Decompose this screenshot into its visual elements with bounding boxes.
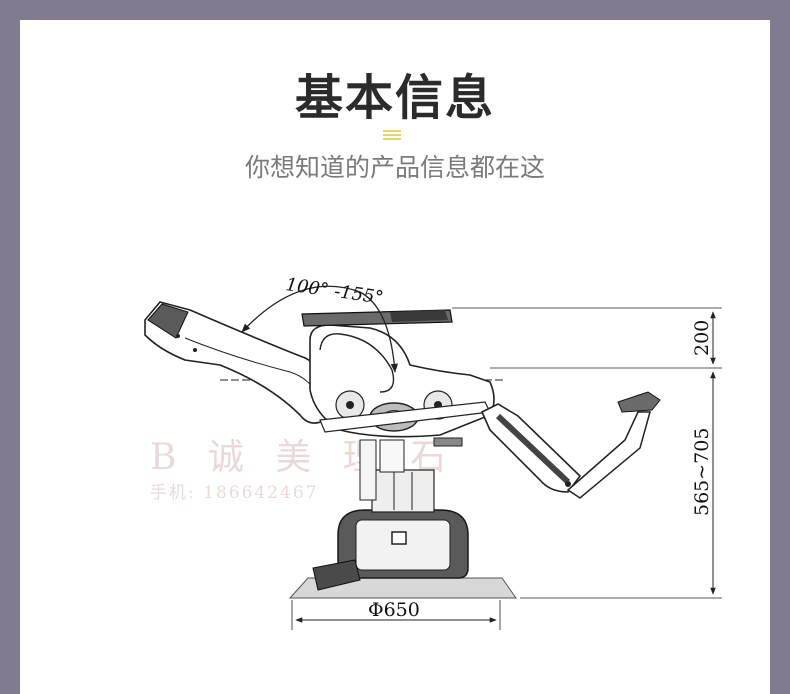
pedestal-switch [391, 531, 407, 545]
title-accent-lines [383, 130, 401, 140]
foot-rest [566, 411, 651, 499]
dimension-label-height: 565~705 [691, 428, 713, 516]
page-subtitle: 你想知道的产品信息都在这 [244, 153, 545, 182]
content-card: 基本信息 你想知道的产品信息都在这 B 诚 美 理 石 手机: 18664246… [20, 20, 770, 694]
pedestal-inner [355, 519, 451, 571]
dimension-label-200: 200 [691, 320, 713, 356]
foot-plate [617, 391, 661, 413]
foot-pedal [312, 559, 361, 591]
recline-angle-label: 100° -155° [284, 274, 384, 309]
lift-column-inner [379, 439, 405, 473]
lift-column-outer [371, 469, 435, 513]
dimension-label-diameter: Φ650 [368, 599, 420, 621]
page-title: 基本信息 [294, 70, 495, 126]
chair-technical-drawing: 100° -155° 200 565~705 Φ650 [144, 274, 722, 630]
recline-angle-arc [241, 285, 398, 373]
watermark-phone: 手机: 186642467 [150, 483, 319, 503]
